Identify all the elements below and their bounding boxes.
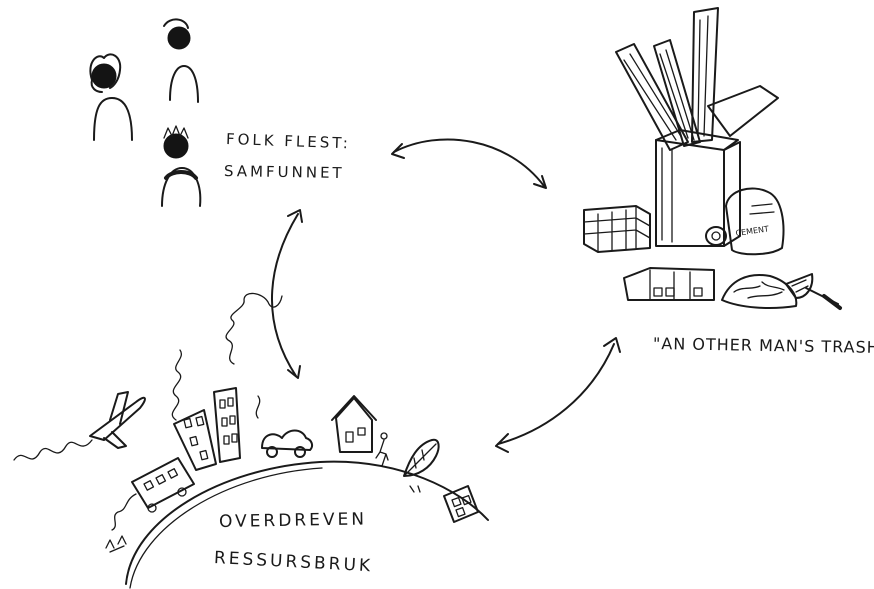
person-icon <box>89 53 133 141</box>
factory-icon <box>171 349 217 471</box>
earth-label-line1: OVERDREVEN <box>218 509 368 532</box>
container-building-icon <box>623 267 715 301</box>
tree-icon <box>403 438 440 493</box>
person-icon <box>163 18 199 103</box>
person-icon <box>161 125 202 207</box>
house-icon <box>331 395 377 453</box>
trash-pile: CEMENT <box>583 7 842 310</box>
bricks-icon <box>583 205 651 253</box>
arrow-society-trash <box>391 138 547 189</box>
arrow-trash-earth <box>495 337 621 453</box>
small-figures-icon <box>105 535 127 553</box>
people-group <box>89 18 202 207</box>
airplane-icon <box>13 391 146 461</box>
car-icon <box>255 395 314 458</box>
society-label-line2: SAMFUNNET <box>223 162 345 183</box>
pedestrian-icon <box>375 432 389 467</box>
trowel-icon <box>785 273 842 310</box>
window-house-icon <box>443 485 479 523</box>
bus-icon <box>111 457 195 531</box>
earth-scene <box>13 292 489 589</box>
office-tower-icon <box>213 292 283 463</box>
wooden-planks-icon <box>615 7 779 151</box>
cement-bag-icon: CEMENT <box>705 187 785 256</box>
earth-surface <box>125 460 489 585</box>
debris-heap-icon <box>721 274 798 309</box>
arrow-society-earth <box>271 209 303 379</box>
